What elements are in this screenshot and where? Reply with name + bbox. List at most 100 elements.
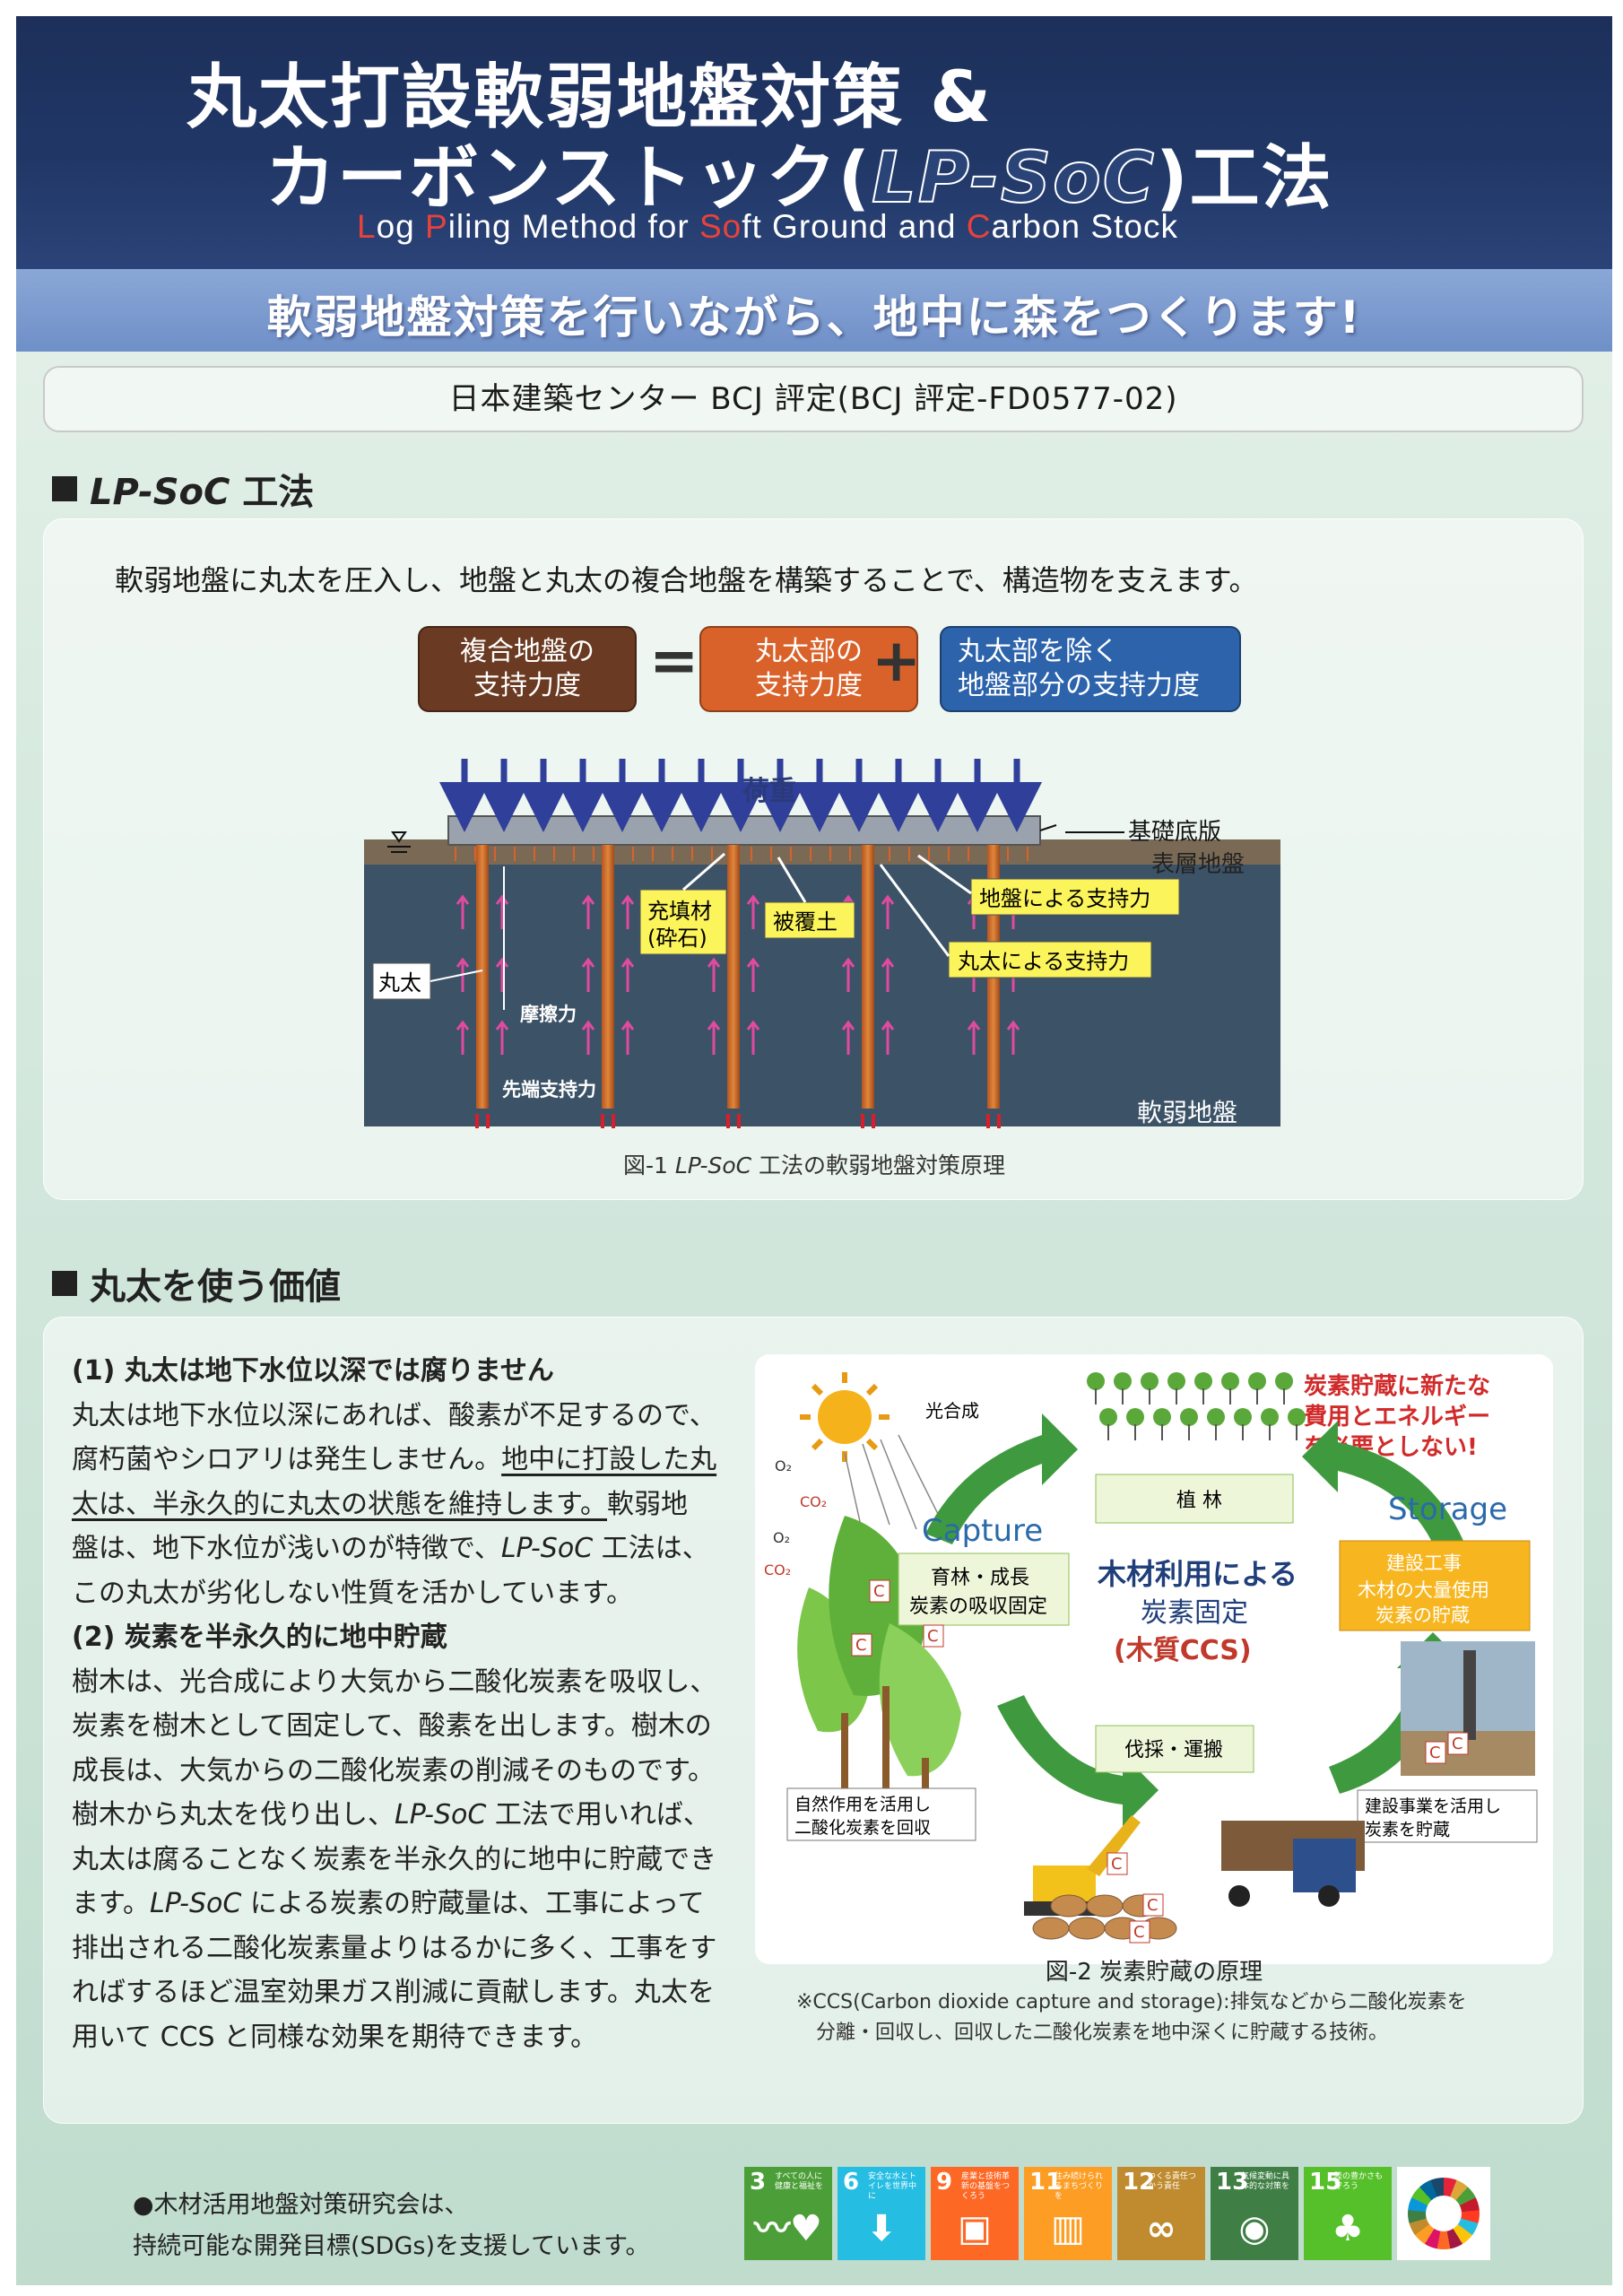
planting-box xyxy=(1095,1474,1294,1524)
carbon-label: C xyxy=(873,1582,885,1601)
p2-line: 排出される二酸化炭素量よりはるかに多く、工事をす xyxy=(72,1932,717,1964)
p2-line: 工法で用いれば、 xyxy=(486,1799,710,1831)
subtitle-part: ft Ground and xyxy=(742,208,967,245)
eye-globe-icon: ◉ xyxy=(1238,2208,1271,2249)
sapling-trunk xyxy=(1256,1388,1258,1405)
p2-line: 樹木から丸太を伐り出し、 xyxy=(72,1799,395,1831)
sapling-trunk xyxy=(1202,1388,1204,1405)
carbon-label: C xyxy=(927,1627,939,1646)
ccs-note-line1: ※CCS(Carbon dioxide capture and storage)… xyxy=(796,1991,1467,2013)
forest-trees xyxy=(797,1516,961,1821)
sapling-trunk xyxy=(1095,1388,1097,1405)
sdg-number: 12 xyxy=(1123,2169,1156,2196)
support-line1: ●木材活用地盤対策研究会は、 xyxy=(133,2191,469,2219)
tip-arrow xyxy=(726,1114,741,1128)
truck-icon xyxy=(1221,1821,1365,1907)
sapling-trunk xyxy=(1134,1424,1136,1440)
construction-label-3: 炭素の貯蔵 xyxy=(1376,1605,1470,1626)
p1-line: この丸太が劣化しない性質を活かしています。 xyxy=(72,1577,634,1609)
subtitle-part: C xyxy=(966,208,992,245)
sun-icon xyxy=(800,1372,890,1462)
figure1-diagram: 荷重 基礎底版 表層地盤 軟弱地盤 充填材 (砕石) 被覆土 地盤による支持力 … xyxy=(364,759,1280,1128)
sapling-trunk xyxy=(1283,1388,1285,1405)
title-line2-post: )工法 xyxy=(1155,138,1333,219)
friction-arrow xyxy=(707,1020,721,1055)
sdg-title: 住み続けられるまちづくりを xyxy=(1055,2172,1104,2201)
sapling-trunk xyxy=(1242,1424,1244,1440)
planted-saplings xyxy=(1087,1372,1306,1440)
sapling-trunk xyxy=(1149,1388,1150,1405)
soft-ground-label: 軟弱地盤 xyxy=(1137,1098,1237,1127)
surface-label: 表層地盤 xyxy=(1151,851,1245,878)
sdg-wheel-center xyxy=(1426,2196,1462,2231)
carbon-box xyxy=(851,1633,872,1657)
sapling xyxy=(1180,1408,1198,1426)
ccs-note-line2: 分離・回収し、回収した二酸化炭素を地中深くに貯蔵する技術。 xyxy=(816,2022,1389,2044)
friction-arrow xyxy=(1006,1020,1020,1055)
sapling-trunk xyxy=(1229,1388,1231,1405)
sapling xyxy=(1153,1408,1171,1426)
log-end xyxy=(1050,1894,1088,1918)
friction-arrow xyxy=(495,957,509,992)
tip-arrow xyxy=(475,1114,490,1128)
capture-label: Capture xyxy=(922,1513,1043,1549)
tagline: 軟弱地盤対策を行いながら、地中に森をつくります! xyxy=(266,291,1362,344)
p1-line: 腐朽菌やシロアリは発生しません。 xyxy=(72,1444,502,1475)
friction-arrow xyxy=(967,1020,981,1055)
carbon-label: C xyxy=(1429,1744,1441,1762)
page: 丸太打設軟弱地盤対策 & カーボンストック(LP-SoC)工法 Log Pili… xyxy=(16,16,1612,2285)
sdg-number: 9 xyxy=(936,2169,953,2196)
tip-support-label: 先端支持力 xyxy=(502,1079,596,1100)
water-drop-icon: ⬇ xyxy=(866,2208,897,2249)
build-box xyxy=(1357,1789,1538,1843)
natural-label-1: 自然作用を活用し xyxy=(794,1795,931,1814)
sdg-number: 13 xyxy=(1216,2169,1249,2196)
sapling xyxy=(1234,1408,1252,1426)
tip-arrow xyxy=(601,1114,615,1128)
eq-box2-line2: 支持力度 xyxy=(755,670,863,701)
eq-box3-line2: 地盤部分の支持力度 xyxy=(958,670,1200,701)
english-subtitle: Log Piling Method for Soft Ground and Ca… xyxy=(357,208,1178,246)
equals-sign: = xyxy=(649,626,699,695)
p2-line: 樹木は、光合成により大気から二酸化炭素を吸収し、 xyxy=(72,1665,717,1698)
photosynthesis-label: 光合成 xyxy=(925,1400,979,1422)
co2-label: CO₂ xyxy=(800,1493,827,1510)
header: 丸太打設軟弱地盤対策 & カーボンストック(LP-SoC)工法 Log Pili… xyxy=(16,16,1612,269)
heartbeat-icon: 〰♥ xyxy=(754,2208,822,2249)
p2-line: 用いて CCS と同様な効果を期待できます。 xyxy=(72,2021,598,2053)
carbon-label: C xyxy=(1111,1855,1123,1874)
log xyxy=(862,845,874,1109)
log-callout xyxy=(372,962,431,1000)
foundation-label: 基礎底版 xyxy=(1128,819,1221,846)
friction-arrow xyxy=(881,894,895,929)
friction-arrow xyxy=(707,957,721,992)
carbon-box xyxy=(869,1579,890,1603)
sdg-number: 3 xyxy=(750,2169,767,2196)
tagline-banner: 軟弱地盤対策を行いながら、地中に森をつくります! xyxy=(16,269,1612,352)
infinity-icon: ∞ xyxy=(1146,2208,1176,2249)
tip-arrow xyxy=(861,1114,875,1128)
log-end xyxy=(1032,1917,1070,1940)
figure1-caption: 図-1 LP-SoC 工法の軟弱地盤対策原理 xyxy=(16,1148,1612,1180)
subtitle-part: L xyxy=(357,208,377,245)
harvest-box xyxy=(1095,1725,1254,1773)
figure2-caption: 図-2 炭素貯蔵の原理 xyxy=(1045,1959,1263,1986)
ground-support-label: 地盤による支持力 xyxy=(979,886,1150,911)
storage-label: Storage xyxy=(1388,1492,1507,1527)
build-label-1: 建設事業を活用し xyxy=(1365,1796,1501,1816)
sdgs-support-text: ●木材活用地盤対策研究会は、 持続可能な開発目標(SDGs)を支援しています。 xyxy=(133,2185,649,2267)
center-label-1: 木材利用による xyxy=(1097,1557,1298,1591)
log-end xyxy=(1086,1894,1124,1918)
sapling-trunk xyxy=(1161,1424,1163,1440)
sapling-trunk xyxy=(1269,1424,1271,1440)
natural-box xyxy=(786,1787,976,1841)
subtitle-part: P xyxy=(425,208,448,245)
p2-heading: (2) 炭素を半永久的に地中貯蔵 xyxy=(72,1622,447,1653)
natural-label-2: 二酸化炭素を回収 xyxy=(794,1818,931,1838)
sapling-trunk xyxy=(1296,1424,1298,1440)
sapling xyxy=(1221,1372,1239,1390)
log xyxy=(727,845,740,1109)
